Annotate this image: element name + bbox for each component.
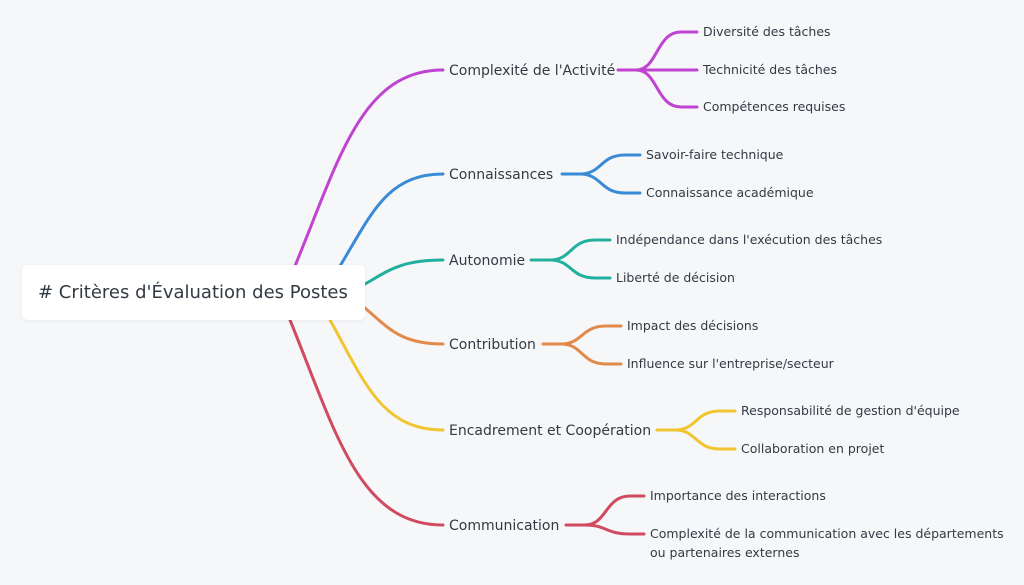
branch-label[interactable]: Communication [449,518,559,534]
leaf-connector [634,68,699,109]
branch-connector [338,172,445,268]
leaf-connector [583,494,646,527]
leaf-connector [578,153,642,176]
branch-3: Autonomie Indépendance dans l'exécution d… [363,232,882,286]
leaf-connector [578,172,642,195]
leaf-connector [559,324,623,346]
root-node[interactable]: # Critères d'Évaluation des Postes [22,265,365,320]
leaf-label[interactable]: Importance des interactions [650,488,826,503]
leaf-connector [548,258,612,280]
branch-label[interactable]: Encadrement et Coopération [449,423,651,439]
branch-label[interactable]: Autonomie [449,253,525,269]
leaf-connector [559,342,623,366]
leaf-label[interactable]: Influence sur l'entreprise/secteur [627,356,835,371]
leaf-connector [673,428,737,451]
leaf-label[interactable]: Impact des décisions [627,318,758,333]
branch-connector [288,318,445,527]
branch-connector [328,318,445,432]
leaf-label[interactable]: Complexité de la communication avec les … [650,526,1004,541]
leaf-label[interactable]: Collaboration en projet [741,441,884,456]
branch-1: Complexité de l'Activité Diversité des tâ… [293,24,845,268]
leaf-connector [583,523,646,536]
leaf-label[interactable]: Diversité des tâches [703,24,831,39]
leaf-label[interactable]: Indépendance dans l'exécution des tâches [616,232,882,247]
branch-label[interactable]: Contribution [449,337,536,353]
leaf-connector [634,30,699,72]
branch-5: Encadrement et Coopération Responsabilité… [328,318,960,456]
leaf-label[interactable]: Responsabilité de gestion d'équipe [741,403,960,418]
leaf-connector [673,409,737,432]
branch-connector [363,258,445,286]
branch-connector [293,68,445,268]
leaf-label[interactable]: Compétences requises [703,99,845,114]
branch-label[interactable]: Connaissances [449,167,553,183]
branch-connector [363,306,445,346]
leaf-label[interactable]: ou partenaires externes [650,545,799,560]
branch-2: Connaissances Savoir-faire techniqueConna… [338,147,814,268]
leaf-connector [548,238,612,262]
leaf-label[interactable]: Connaissance académique [646,185,814,200]
branch-6: Communication Importance des interactions… [288,318,1004,560]
root-title: # Critères d'Évaluation des Postes [38,282,348,303]
leaf-label[interactable]: Savoir-faire technique [646,147,784,162]
branch-4: Contribution Impact des décisionsInfluenc… [363,306,835,371]
branch-label[interactable]: Complexité de l'Activité [449,63,615,79]
leaf-label[interactable]: Technicité des tâches [702,62,837,77]
leaf-label[interactable]: Liberté de décision [616,270,735,285]
